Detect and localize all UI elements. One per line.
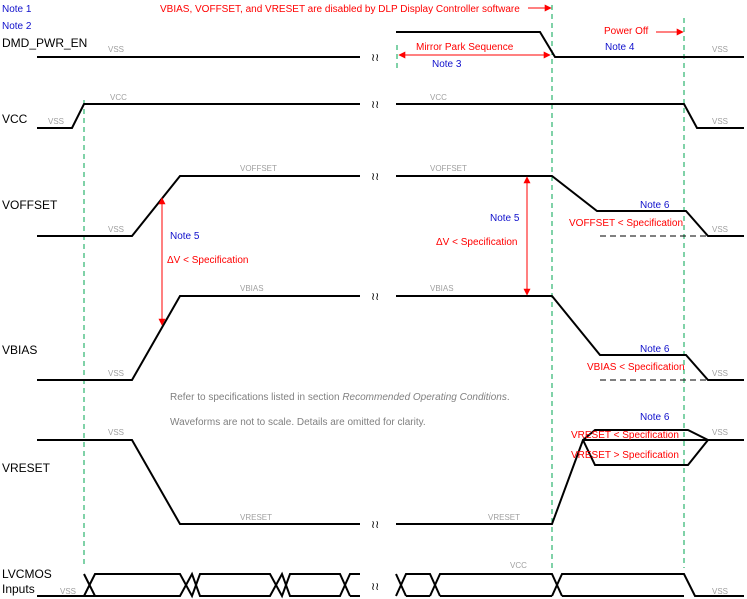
vcc-level-vcc: VCC [110, 93, 127, 102]
lvcmos-bus-upper-right [395, 573, 744, 597]
vreset-spec-upper-envelope [582, 429, 709, 441]
note-6-vbias-label: Note 6 [640, 344, 670, 355]
voffset-level-voffset: VOFFSET [240, 164, 277, 173]
dmd-pwr-en-level-vss-right: VSS [712, 45, 728, 54]
note-4-label: Note 4 [605, 42, 635, 53]
vbias-level-vss: VSS [108, 369, 124, 378]
time-break-symbol: ≀≀ [371, 99, 379, 111]
vbias-waveform-right [396, 295, 744, 381]
vreset-level-vreset-right: VRESET [488, 513, 520, 522]
lvcmos-level-vcc: VCC [510, 561, 527, 570]
time-break-symbol: ≀≀ [371, 52, 379, 64]
note-6-vreset-label: Note 6 [640, 412, 670, 423]
vcc-level-vcc-right: VCC [430, 93, 447, 102]
lvcmos-level-vss: VSS [60, 587, 76, 596]
vbias-spec-label: VBIAS < Specification [587, 362, 685, 373]
time-break-symbol: ≀≀ [371, 581, 379, 593]
footnote-prefix: Refer to specifications listed in sectio… [170, 392, 342, 403]
vbias-level-vss-right: VSS [712, 369, 728, 378]
dmd-pwr-en-waveform-right [396, 31, 744, 58]
vbias-level-vbias-right: VBIAS [430, 284, 454, 293]
vreset-spec-lower-envelope [582, 439, 709, 466]
vreset-level-vreset: VRESET [240, 513, 272, 522]
signal-label-vreset: VRESET [2, 461, 51, 475]
voffset-level-vss: VSS [108, 225, 124, 234]
footnote-suffix: . [507, 392, 510, 403]
footnote-not-to-scale: Waveforms are not to scale. Details are … [170, 417, 426, 428]
time-break-symbol: ≀≀ [371, 171, 379, 183]
note-2-label: Note 2 [2, 21, 32, 32]
signal-label-inputs: Inputs [2, 582, 35, 596]
vreset-gt-spec-label: VRESET > Specification [571, 450, 679, 461]
lvcmos-level-vss-right: VSS [712, 587, 728, 596]
signal-label-voffset: VOFFSET [2, 198, 58, 212]
signal-label-lvcmos: LVCMOS [2, 567, 52, 581]
lvcmos-bus-lower-left [37, 571, 360, 597]
lvcmos-bus-upper-left [83, 573, 351, 599]
voffset-waveform-left [37, 175, 360, 237]
footnote-section: Recommended Operating Conditions [342, 392, 507, 403]
software-disable-text: VBIAS, VOFFSET, and VRESET are disabled … [160, 4, 520, 15]
dmd-pwr-en-level-vss: VSS [108, 45, 124, 54]
delta-v-power-up-label: ΔV < Specification [167, 255, 248, 266]
vreset-level-vss: VSS [108, 428, 124, 437]
time-break-symbol: ≀≀ [371, 291, 379, 303]
vbias-level-vbias: VBIAS [240, 284, 264, 293]
signal-label-vcc: VCC [2, 112, 28, 126]
vcc-waveform-right [396, 103, 744, 129]
vreset-waveform-left [37, 439, 360, 525]
vreset-level-vss-right: VSS [712, 428, 728, 437]
power-off-label: Power Off [604, 26, 648, 37]
voffset-spec-label: VOFFSET < Specification [569, 218, 683, 229]
signal-label-dmd-pwr-en: DMD_PWR_EN [2, 36, 87, 50]
signal-label-vbias: VBIAS [2, 343, 37, 357]
note-5-power-up-label: Note 5 [170, 231, 200, 242]
vcc-waveform-left [37, 103, 360, 129]
vreset-waveform-right [396, 439, 744, 525]
time-break-symbol: ≀≀ [371, 519, 379, 531]
footnote-specifications: Refer to specifications listed in sectio… [170, 392, 510, 403]
note-6-voffset-label: Note 6 [640, 200, 670, 211]
note-5-power-down-label: Note 5 [490, 213, 520, 224]
vreset-lt-spec-label: VRESET < Specification [571, 430, 679, 441]
voffset-level-vss-right: VSS [712, 225, 728, 234]
note-3-label: Note 3 [432, 59, 462, 70]
vcc-level-vss: VSS [48, 117, 64, 126]
voffset-level-voffset-right: VOFFSET [430, 164, 467, 173]
vcc-level-vss-right: VSS [712, 117, 728, 126]
note-1-label: Note 1 [2, 4, 32, 15]
mirror-park-label: Mirror Park Sequence [416, 42, 514, 53]
voffset-waveform-right [396, 175, 744, 237]
delta-v-power-down-label: ΔV < Specification [436, 237, 517, 248]
vbias-waveform-left [37, 295, 360, 381]
